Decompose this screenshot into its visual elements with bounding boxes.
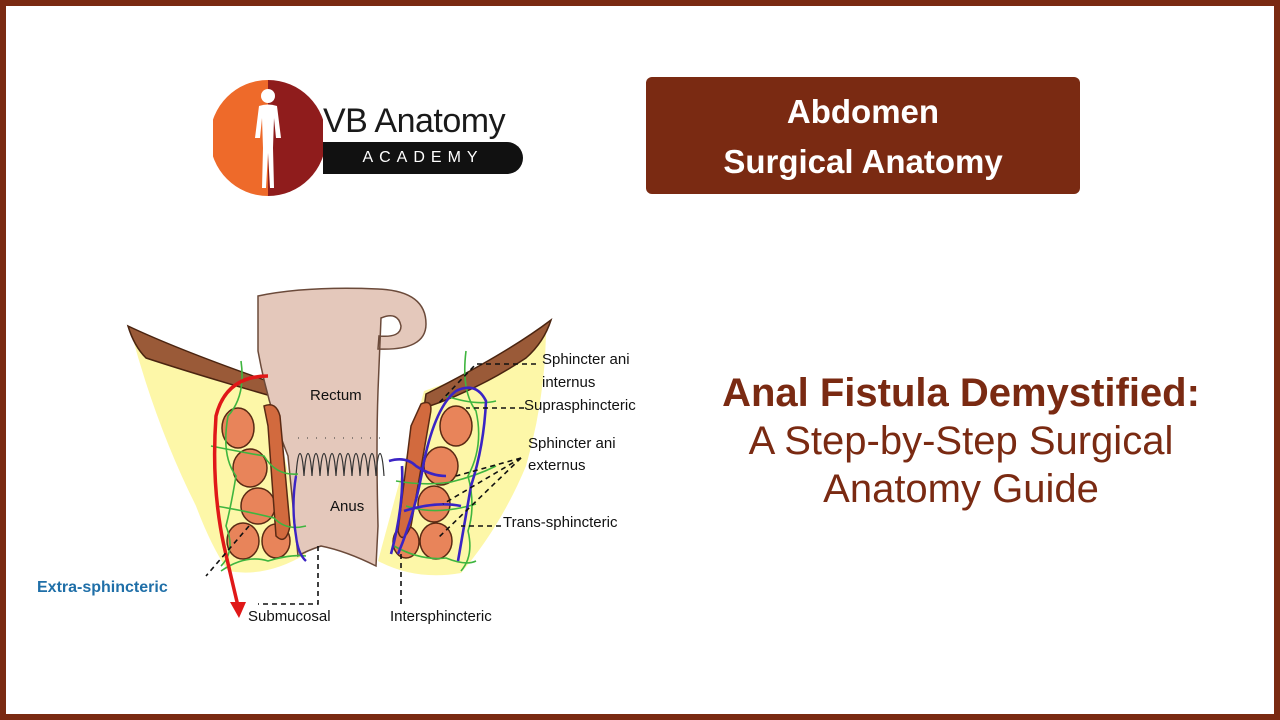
logo-wordmark: VB Anatomy — [323, 102, 506, 140]
label-rectum: Rectum — [310, 387, 362, 404]
title-line-2: A Step-by-Step Surgical — [748, 419, 1174, 463]
anal-columns — [295, 453, 385, 477]
label-sphincter-externus-2: externus — [528, 457, 586, 474]
anal-fistula-diagram: Rectum Anus Sphincter ani internus Supra… — [37, 287, 636, 625]
leader-lines — [205, 363, 536, 605]
label-intersphincteric: Intersphincteric — [390, 608, 492, 625]
right-external-sphincter — [392, 405, 473, 560]
label-anus: Anus — [330, 498, 364, 515]
thumbnail-canvas: VB Anatomy ACADEMY Abdomen Surgical Anat… — [6, 6, 1274, 714]
video-title: Anal Fistula Demystified: A Step-by-Step… — [656, 369, 1266, 513]
title-line-3: Anatomy Guide — [823, 467, 1099, 511]
extra-sphincteric-arrowhead — [230, 602, 246, 618]
label-submucosal: Submucosal — [248, 608, 331, 625]
badge-line-2: Surgical Anatomy — [723, 142, 1003, 180]
vb-anatomy-logo: VB Anatomy ACADEMY — [210, 78, 543, 198]
right-fistula-tracts — [388, 386, 488, 562]
badge-line-1: Abdomen — [786, 93, 940, 130]
left-internal-sphincter — [263, 404, 291, 541]
rectum — [257, 287, 427, 568]
category-badge: Abdomen Surgical Anatomy — [646, 77, 1080, 194]
label-suprasphincteric: Suprasphincteric — [524, 397, 636, 414]
label-sphincter-internus-2: internus — [542, 374, 595, 391]
label-sphincter-externus-1: Sphincter ani — [528, 435, 616, 452]
logo-emblem-icon — [210, 80, 326, 196]
label-sphincter-internus-1: Sphincter ani — [542, 351, 630, 368]
label-trans-sphincteric: Trans-sphincteric — [503, 514, 618, 531]
right-internal-sphincter — [397, 401, 432, 539]
left-external-sphincter — [221, 407, 291, 560]
logo-subtitle: ACADEMY — [362, 149, 484, 166]
left-submucosal-tract — [292, 475, 307, 562]
logo-subtitle-bar: ACADEMY — [323, 142, 523, 174]
extra-sphincteric-tract — [212, 374, 269, 607]
label-extra-sphincteric: Extra-sphincteric — [37, 579, 168, 596]
title-line-1: Anal Fistula Demystified: — [722, 371, 1200, 415]
